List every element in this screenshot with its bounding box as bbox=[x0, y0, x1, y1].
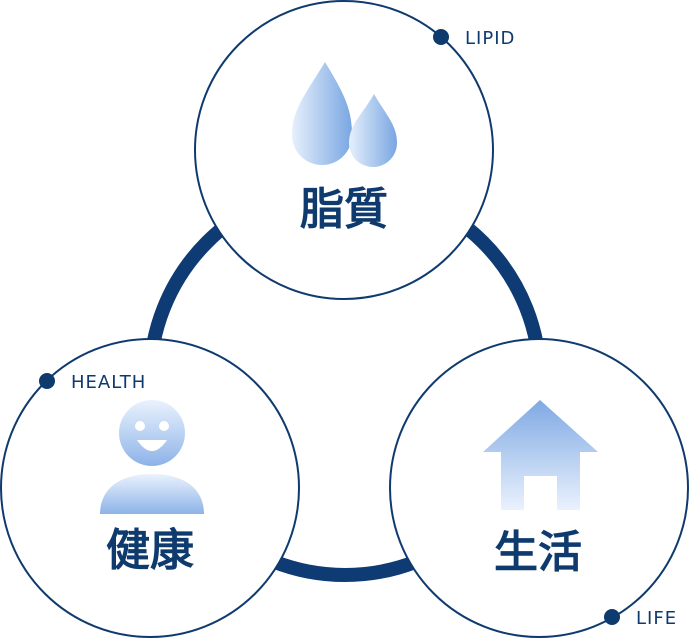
health-title: 健康 bbox=[106, 525, 194, 576]
life-tag: LIFE bbox=[636, 608, 677, 629]
health-node: 健康 HEALTH bbox=[0, 338, 300, 638]
lipid-title: 脂質 bbox=[300, 184, 388, 235]
smiling-person-icon bbox=[100, 400, 204, 514]
water-drops-icon bbox=[292, 62, 397, 167]
lipid-node: 脂質 LIPID bbox=[194, 0, 515, 300]
lipid-tag: LIPID bbox=[465, 28, 515, 49]
lipid-marker-dot bbox=[433, 29, 449, 45]
health-tag: HEALTH bbox=[71, 372, 146, 393]
life-circle bbox=[389, 338, 689, 638]
life-marker-dot bbox=[604, 609, 620, 625]
life-title: 生活 bbox=[494, 527, 582, 578]
health-marker-dot bbox=[39, 373, 55, 389]
house-icon bbox=[483, 400, 598, 510]
life-node: 生活 LIFE bbox=[389, 338, 689, 638]
